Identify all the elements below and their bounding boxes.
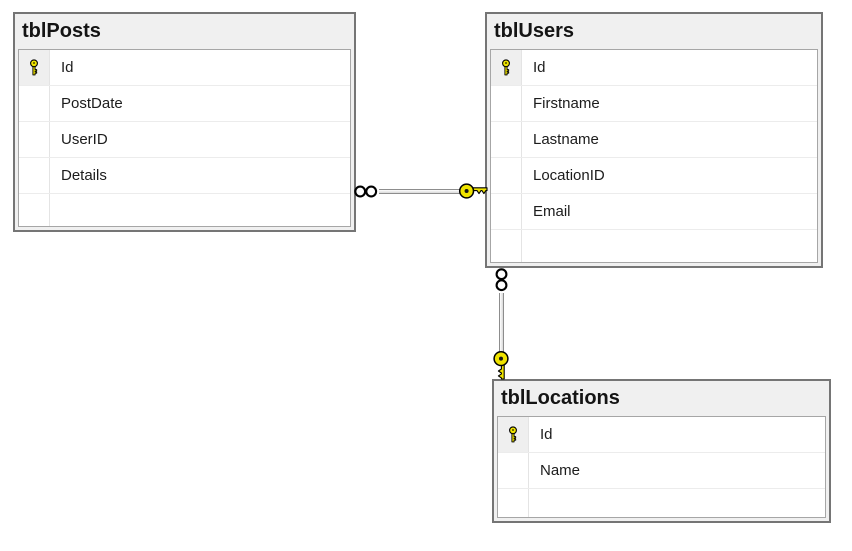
- key-cell-empty: [491, 230, 522, 262]
- column-name: Id: [533, 59, 546, 76]
- column-name: LocationID: [533, 167, 605, 184]
- key-cell-empty: [498, 489, 529, 517]
- column-row[interactable]: UserID: [19, 122, 350, 158]
- key-cell-empty: [19, 158, 50, 193]
- column-row[interactable]: PostDate: [19, 86, 350, 122]
- column-row[interactable]: Id: [491, 50, 817, 86]
- primary-key-cell: [498, 417, 529, 452]
- column-name: Email: [533, 203, 571, 220]
- table-title[interactable]: tblLocations: [501, 387, 620, 409]
- empty-cell: [529, 489, 540, 517]
- table-title[interactable]: tblPosts: [22, 20, 101, 42]
- column-row[interactable]: Firstname: [491, 86, 817, 122]
- column-name: Id: [61, 59, 74, 76]
- primary-key-icon: [509, 426, 517, 443]
- primary-key-cell: [491, 50, 522, 85]
- key-cell-empty: [19, 86, 50, 121]
- column-name: Id: [540, 426, 553, 443]
- empty-cell: [522, 230, 533, 262]
- key-cell-empty: [498, 453, 529, 488]
- table-title[interactable]: tblUsers: [494, 20, 575, 42]
- column-row[interactable]: Id: [19, 50, 350, 86]
- column-name: Firstname: [533, 95, 600, 112]
- relationship-line[interactable]: [499, 293, 504, 352]
- many-cardinality-infinity-icon: [354, 185, 378, 198]
- relationship-tblusers-tbllocations[interactable]: [492, 268, 511, 381]
- column-name: UserID: [61, 131, 108, 148]
- primary-key-cell: [19, 50, 50, 85]
- column-row[interactable]: LocationID: [491, 158, 817, 194]
- column-row[interactable]: Lastname: [491, 122, 817, 158]
- empty-row: [491, 230, 817, 262]
- one-cardinality-key-icon: [458, 183, 488, 199]
- column-name: Lastname: [533, 131, 599, 148]
- key-cell-empty: [491, 158, 522, 193]
- column-row[interactable]: Email: [491, 194, 817, 230]
- empty-row: [19, 194, 350, 226]
- key-cell-empty: [19, 194, 50, 226]
- key-cell-empty: [491, 194, 522, 229]
- key-cell-empty: [491, 86, 522, 121]
- empty-row: [498, 489, 825, 517]
- many-cardinality-infinity-icon: [495, 268, 508, 292]
- key-cell-empty: [19, 122, 50, 157]
- primary-key-icon: [502, 59, 510, 76]
- relationship-tblposts-tblusers[interactable]: [354, 182, 490, 201]
- column-row[interactable]: Name: [498, 453, 825, 489]
- one-cardinality-key-icon: [493, 350, 509, 380]
- column-row[interactable]: Details: [19, 158, 350, 194]
- primary-key-icon: [30, 59, 38, 76]
- key-cell-empty: [491, 122, 522, 157]
- empty-cell: [50, 194, 61, 226]
- column-name: PostDate: [61, 95, 123, 112]
- column-name: Name: [540, 462, 581, 479]
- column-row[interactable]: Id: [498, 417, 825, 453]
- column-name: Details: [61, 167, 107, 184]
- relationship-line[interactable]: [379, 189, 460, 194]
